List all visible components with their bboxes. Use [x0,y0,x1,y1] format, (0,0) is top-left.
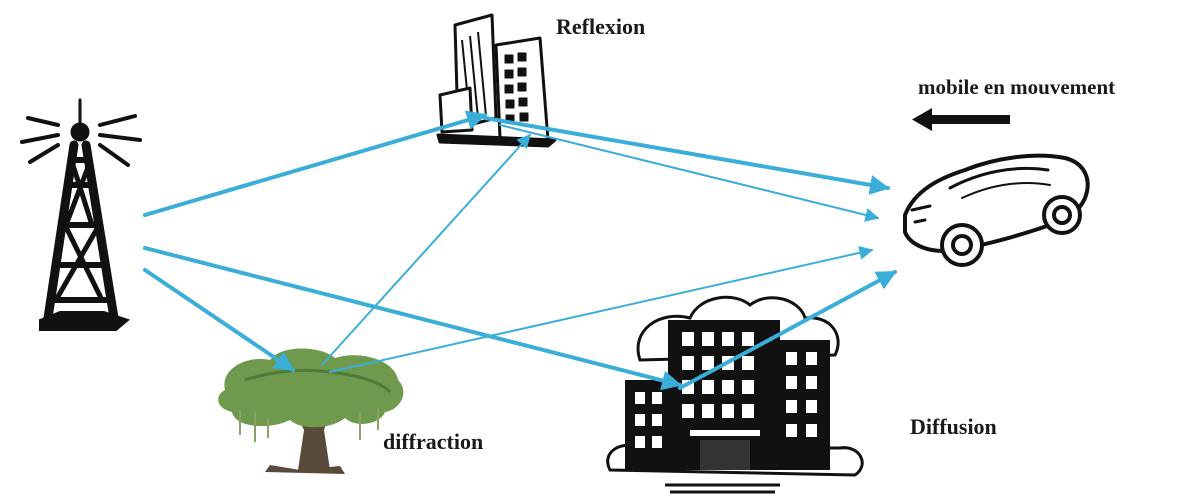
label-diffusion: Diffusion [910,414,997,439]
ray-reflector-to-car [483,116,890,195]
ray-tree-to-reflector [321,133,531,366]
tree-icon [218,348,404,474]
label-reflexion: Reflexion [556,14,646,39]
car-icon [903,153,1090,267]
ray-tower-to-building [143,246,682,391]
ray-tower-to-reflector [143,110,487,217]
ray-tower-to-tree [143,268,295,372]
ray-tree-to-car [329,245,874,373]
antenna-tower-icon [20,98,142,331]
ray-building-to-car [678,270,897,390]
propagation-rays [143,110,897,391]
office-building-icon [606,295,864,494]
reflecting-building-icon [436,13,557,148]
label-diffraction: diffraction [383,429,484,454]
movement-arrow-icon [912,108,1010,131]
ray-reflector-to-car-thin [499,124,880,222]
label-mobile: mobile en mouvement [918,75,1116,99]
